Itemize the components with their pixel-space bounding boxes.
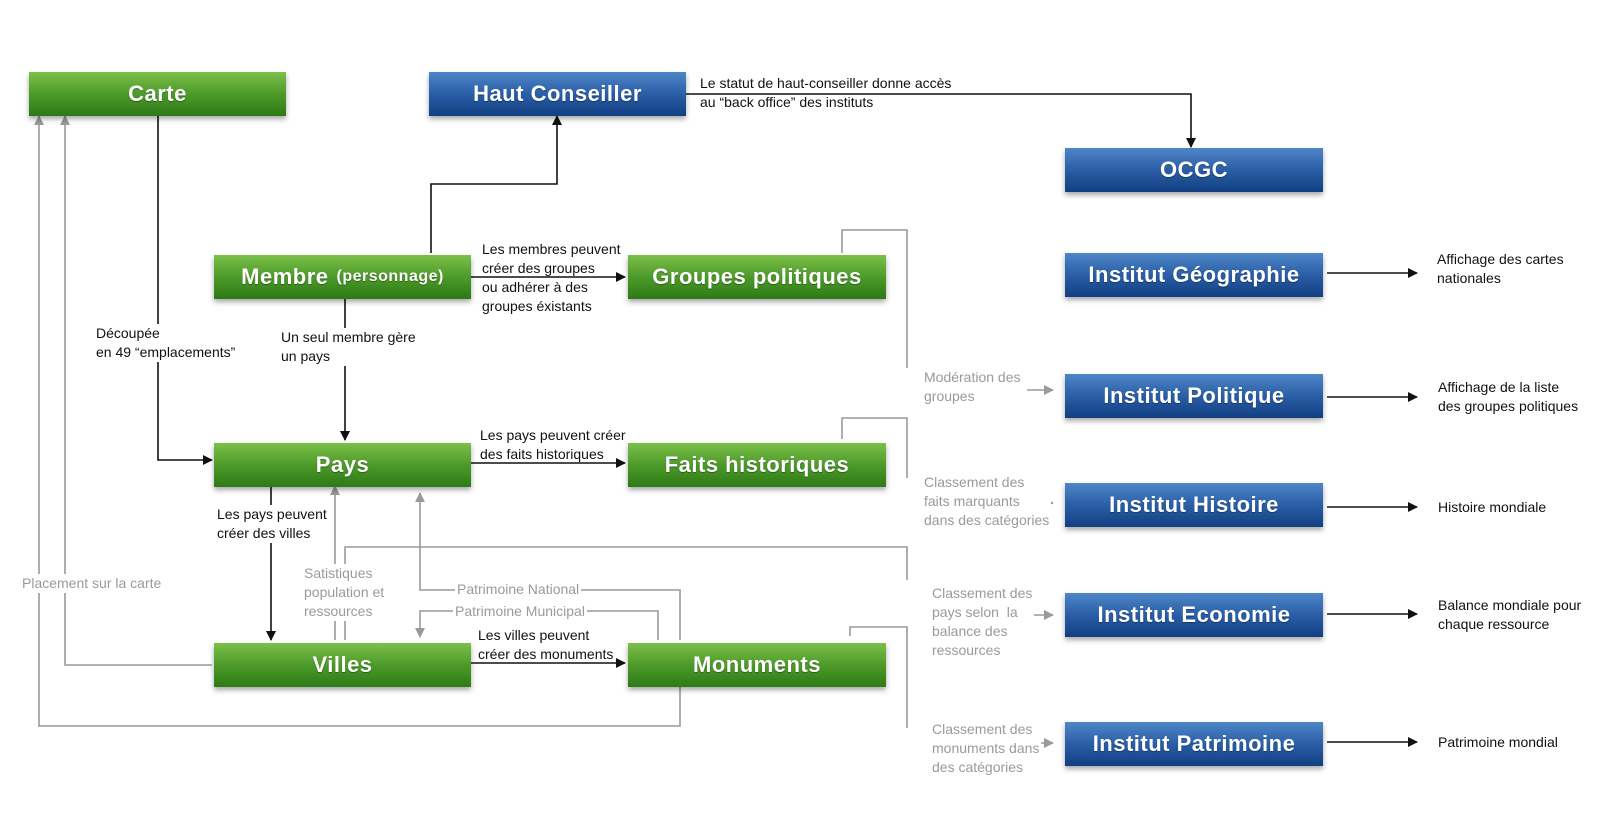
box-groupes-politiques-label: Groupes politiques [652, 264, 862, 289]
box-pays-label: Pays [315, 452, 370, 477]
box-haut-conseiller: Haut Conseiller [429, 72, 686, 116]
label-classement-faits: Classement des faits marquants dans des … [922, 473, 1052, 530]
box-ocgc-label: OCGC [1160, 157, 1228, 182]
box-membre-sublabel: (personnage) [336, 268, 444, 285]
box-institut-geographie: Institut Géographie [1065, 253, 1323, 297]
box-institut-politique: Institut Politique [1065, 374, 1323, 418]
label-haut-conseiller-note: Le statut de haut-conseiller donne accès… [700, 75, 952, 110]
box-haut-conseiller-label: Haut Conseiller [473, 81, 642, 106]
label-classement-pays: Classement des pays selon la balance des… [930, 584, 1035, 660]
connector-carte-pays [157, 114, 213, 465]
connector-membre-haut-conseiller [430, 115, 562, 253]
connector-placement-carte [34, 115, 681, 727]
connector-haut-conseiller-ocgc [686, 93, 1196, 148]
label-decoupee: Découpée en 49 “emplacements” [94, 324, 238, 362]
box-carte-label: Carte [128, 81, 187, 106]
label-pays-villes: Les pays peuvent créer des villes [215, 505, 329, 543]
label-histoire-mondiale: Histoire mondiale [1438, 499, 1547, 515]
box-carte: Carte [29, 72, 286, 116]
box-institut-economie-label: Institut Economie [1097, 602, 1291, 627]
box-monuments: Monuments [628, 643, 886, 687]
connector-villes-carte [60, 115, 212, 666]
box-institut-patrimoine-label: Institut Patrimoine [1092, 731, 1296, 756]
box-institut-patrimoine: Institut Patrimoine [1065, 722, 1323, 766]
box-villes: Villes [214, 643, 471, 687]
box-faits-historiques: Faits historiques [628, 443, 886, 487]
label-villes-monuments: Les villes peuvent créer des monuments [478, 627, 614, 662]
box-institut-politique-label: Institut Politique [1103, 383, 1285, 408]
label-affichage-cartes: Affichage des cartes nationales [1437, 251, 1564, 286]
label-affichage-groupes: Affichage de la liste des groupes politi… [1438, 379, 1579, 414]
box-institut-histoire-label: Institut Histoire [1109, 492, 1279, 517]
box-groupes-politiques: Groupes politiques [628, 255, 886, 299]
label-patrimoine-mondial: Patrimoine mondial [1438, 734, 1558, 750]
label-patrimoine-national: Patrimoine National [455, 580, 582, 599]
box-institut-histoire: Institut Histoire [1065, 483, 1323, 527]
label-statistiques: Satistiques population et ressources [302, 564, 387, 621]
label-pays-faits: Les pays peuvent créer des faits histori… [480, 427, 626, 462]
box-monuments-label: Monuments [693, 652, 821, 677]
connector-faits-classement [841, 417, 908, 478]
box-membre: Membre (personnage) [214, 255, 471, 299]
connector-statistiques-economie [344, 546, 908, 640]
connector-monuments-classement [849, 626, 908, 728]
label-seul-membre: Un seul membre gère un pays [279, 328, 418, 366]
label-patrimoine-municipal: Patrimoine Municipal [453, 602, 587, 621]
box-institut-economie: Institut Economie [1065, 593, 1323, 637]
label-membres-groupes: Les membres peuvent créer des groupes ou… [482, 241, 621, 314]
label-classement-monuments: Classement des monuments dans des catégo… [930, 720, 1042, 777]
connector-groupes-moderation [841, 229, 908, 368]
box-membre-label: Membre [241, 264, 329, 289]
box-villes-label: Villes [312, 652, 373, 677]
label-moderation: Modération des groupes [922, 368, 1023, 406]
box-institut-geographie-label: Institut Géographie [1088, 262, 1300, 287]
label-balance-mondiale: Balance mondiale pour chaque ressource [1438, 597, 1582, 632]
box-faits-historiques-label: Faits historiques [664, 452, 850, 477]
label-placement: Placement sur la carte [20, 574, 164, 593]
box-pays: Pays [214, 443, 471, 487]
box-ocgc: OCGC [1065, 148, 1323, 192]
